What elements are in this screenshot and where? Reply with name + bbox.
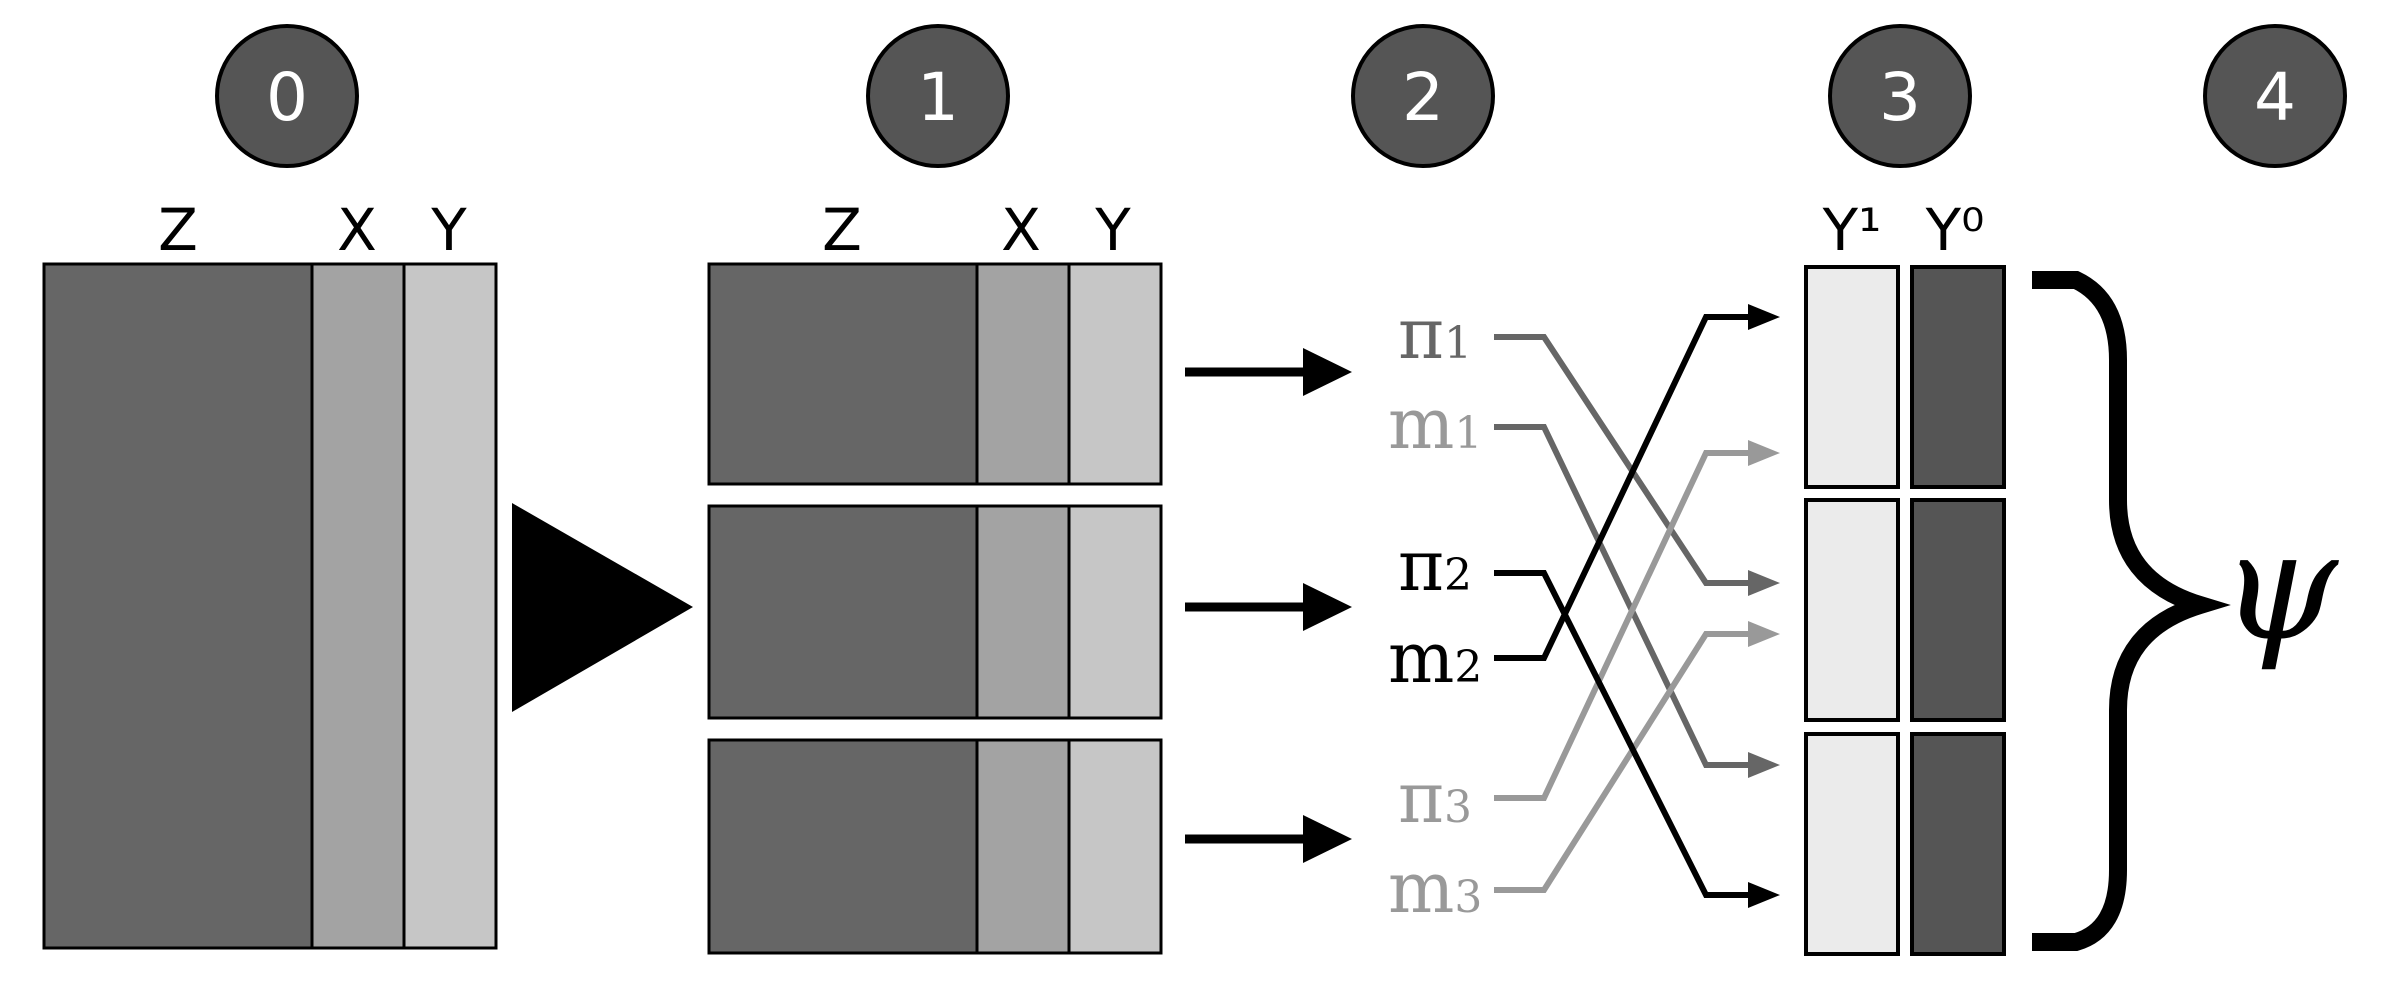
route-pi-1 [1494, 334, 1753, 586]
step-2-badge: 2 [1351, 24, 1495, 168]
fold-2-x-block [975, 504, 1071, 720]
fold-2-z-block [707, 504, 979, 720]
fold-1-y-block [1067, 262, 1163, 486]
m-3-label: m3 [1388, 847, 1482, 929]
step-2-label: 2 [1402, 59, 1444, 136]
nuisance-labels: π1 m1 π2 m2 π3 m3 [1388, 293, 1482, 929]
route-m-3 [1494, 631, 1753, 893]
step-1-badge: 1 [866, 24, 1010, 168]
y0-block-1 [1910, 265, 2006, 489]
route-pi-2 [1494, 570, 1753, 898]
fold-3-z-block [707, 738, 979, 955]
z-block [42, 262, 314, 950]
fit-arrows [1185, 348, 1352, 863]
y1-block-2 [1804, 498, 1900, 722]
fit-arrow-2 [1185, 583, 1352, 631]
aggregation-brace-icon [2032, 271, 2231, 951]
x-block [310, 262, 406, 950]
route-pi-3 [1494, 450, 1753, 801]
m-1-label: m1 [1388, 383, 1482, 465]
column-label-y: Y [430, 196, 467, 264]
fold-column-label-z: Z [822, 196, 862, 264]
crossfit-routes [1494, 304, 1780, 908]
fit-arrow-1 [1185, 348, 1352, 396]
fold-column-label-y: Y [1094, 196, 1131, 264]
y-block [402, 262, 498, 950]
column-label-x: X [337, 196, 377, 264]
fold-column-label-x: X [1001, 196, 1041, 264]
step-0-badge: 0 [215, 24, 359, 168]
column-label-y0: Y⁰ [1925, 196, 1985, 264]
fold-1-x-block [975, 262, 1071, 486]
fold-3-y-block [1067, 738, 1163, 955]
fold-1 [707, 262, 1163, 486]
fold-2 [707, 504, 1163, 720]
fit-arrow-3 [1185, 815, 1352, 863]
column-label-y1: Y¹ [1822, 196, 1882, 264]
column-label-z: Z [158, 196, 198, 264]
fold-3 [707, 738, 1163, 955]
full-data-table: Z X Y [42, 196, 498, 950]
step-4-badge: 4 [2203, 24, 2347, 168]
pi-3-label: π3 [1398, 757, 1472, 839]
step-0-label: 0 [266, 59, 308, 136]
fold-1-z-block [707, 262, 979, 486]
step-3-badge: 3 [1828, 24, 1972, 168]
step-4-label: 4 [2254, 59, 2296, 136]
y0-block-2 [1910, 498, 2006, 722]
y1-block-1 [1804, 265, 1900, 489]
fold-3-x-block [975, 738, 1071, 955]
y0-block-3 [1910, 732, 2006, 956]
route-m-1 [1494, 424, 1753, 768]
y1-block-3 [1804, 732, 1900, 956]
estimand-psi-label: ψ [2220, 500, 2339, 674]
step-3-label: 3 [1879, 59, 1921, 136]
pi-1-label: π1 [1398, 293, 1472, 375]
route-m-2 [1494, 314, 1753, 661]
potential-outcome-table: Y¹ Y⁰ [1804, 196, 2006, 956]
step-1-label: 1 [917, 59, 959, 136]
m-2-label: m2 [1388, 617, 1482, 699]
split-triangle-icon [512, 503, 693, 712]
fold-tables: Z X Y [707, 196, 1163, 955]
pi-2-label: π2 [1398, 525, 1472, 607]
fold-2-y-block [1067, 504, 1163, 720]
